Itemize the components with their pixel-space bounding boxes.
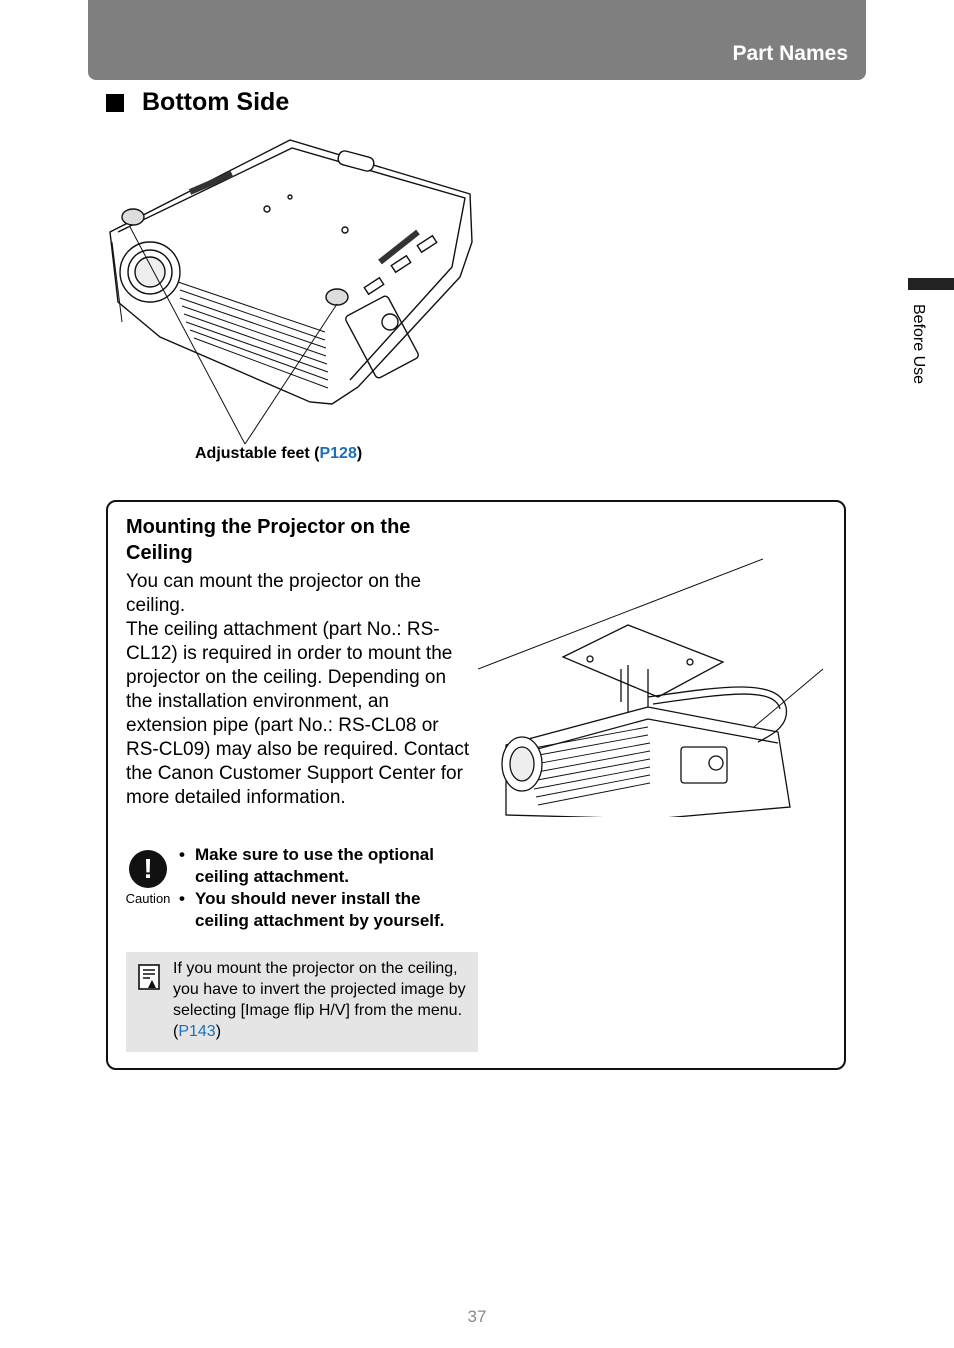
- note-body: You can mount the projector on the ceili…: [126, 571, 470, 808]
- section-heading-text: Bottom Side: [142, 88, 290, 116]
- caution-item: You should never install the ceiling att…: [178, 888, 478, 932]
- side-tab-marker: [908, 278, 954, 290]
- section-heading: Bottom Side: [106, 88, 289, 117]
- ceiling-mount-note-box: Mounting the Projector on the Ceiling Yo…: [106, 500, 846, 1070]
- note-title: Mounting the Projector on the Ceiling: [126, 516, 411, 564]
- header-title: Part Names: [732, 42, 848, 65]
- square-bullet-icon: [106, 93, 124, 112]
- header-band: Part Names: [88, 0, 866, 80]
- ceiling-mount-illustration: [478, 558, 824, 817]
- caution-icon: ! Caution: [124, 850, 172, 906]
- memo-close: ): [215, 1023, 222, 1040]
- memo-page-link[interactable]: P143: [178, 1023, 216, 1040]
- caption-page-link[interactable]: P128: [319, 445, 357, 462]
- side-tab-label[interactable]: Before Use: [910, 304, 927, 385]
- caution-list: Make sure to use the optional ceiling at…: [178, 844, 478, 932]
- caption-text: Adjustable feet (: [195, 445, 320, 462]
- caution-label: Caution: [125, 891, 171, 906]
- memo-text: If you mount the projector on the ceilin…: [173, 958, 468, 1042]
- exclamation-icon: !: [129, 850, 167, 888]
- caution-item: Make sure to use the optional ceiling at…: [178, 844, 478, 888]
- memo-icon: [138, 964, 160, 990]
- figure-caption: Adjustable feet (P128): [195, 445, 362, 463]
- memo-box: If you mount the projector on the ceilin…: [126, 952, 478, 1052]
- page-number: 37: [467, 1307, 487, 1326]
- memo-text-body: If you mount the projector on the ceilin…: [173, 960, 466, 1040]
- caption-close: ): [356, 445, 363, 462]
- projector-bottom-illustration: [109, 139, 473, 445]
